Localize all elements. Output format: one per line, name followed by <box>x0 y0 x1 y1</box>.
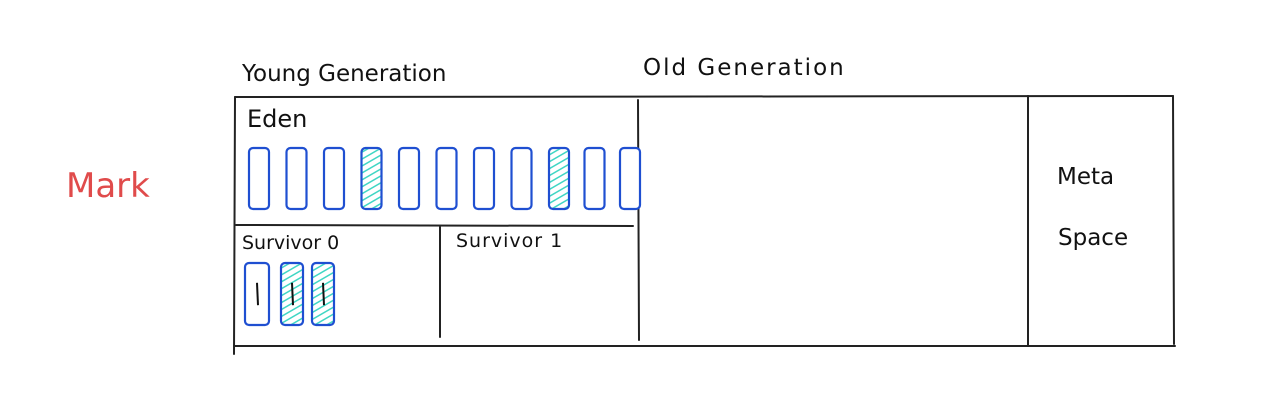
object-block <box>510 146 533 211</box>
eden-object <box>618 146 642 211</box>
age-tally-mark <box>291 282 294 306</box>
object-block <box>472 146 496 211</box>
age-tally-mark <box>256 282 259 306</box>
mark-phase-label: Mark <box>66 166 150 206</box>
survivor-0-objects <box>243 261 336 327</box>
age-tally-mark <box>322 282 325 306</box>
heap-frame <box>233 95 1176 355</box>
young-generation-label: Young Generation <box>241 61 446 87</box>
heap-top-border <box>234 95 1174 98</box>
eden-object <box>510 146 533 211</box>
eden-object <box>583 146 606 211</box>
object-block <box>618 146 642 211</box>
eden-object <box>360 146 383 211</box>
eden-object <box>547 146 571 211</box>
survivor-0-object <box>310 261 336 327</box>
eden-survivor-divider <box>235 224 634 227</box>
marked-object-block <box>547 146 571 211</box>
heap-right-border <box>1172 95 1175 345</box>
object-block <box>397 146 421 211</box>
eden-object <box>472 146 496 211</box>
eden-object <box>397 146 421 211</box>
metaspace-label-line1: Meta <box>1057 164 1114 190</box>
survivor-0-label: Survivor 0 <box>242 232 339 254</box>
eden-object <box>435 146 458 211</box>
metaspace-label-line2: Space <box>1058 225 1128 251</box>
eden-object <box>285 146 308 211</box>
young-old-divider <box>637 99 640 341</box>
survivor-1-label: Survivor 1 <box>456 230 563 252</box>
eden-label: Eden <box>247 105 307 133</box>
survivor-0-object <box>279 261 305 327</box>
eden-object <box>247 146 271 211</box>
object-block <box>285 146 308 211</box>
object-block <box>322 146 346 211</box>
marked-object-block <box>360 146 383 211</box>
eden-objects <box>247 146 642 211</box>
old-generation-label: Old Generation <box>643 55 846 81</box>
survivor-0-object <box>243 261 271 327</box>
object-block <box>435 146 458 211</box>
object-block <box>247 146 271 211</box>
object-block <box>583 146 606 211</box>
heap-left-border <box>233 96 236 355</box>
eden-object <box>322 146 346 211</box>
